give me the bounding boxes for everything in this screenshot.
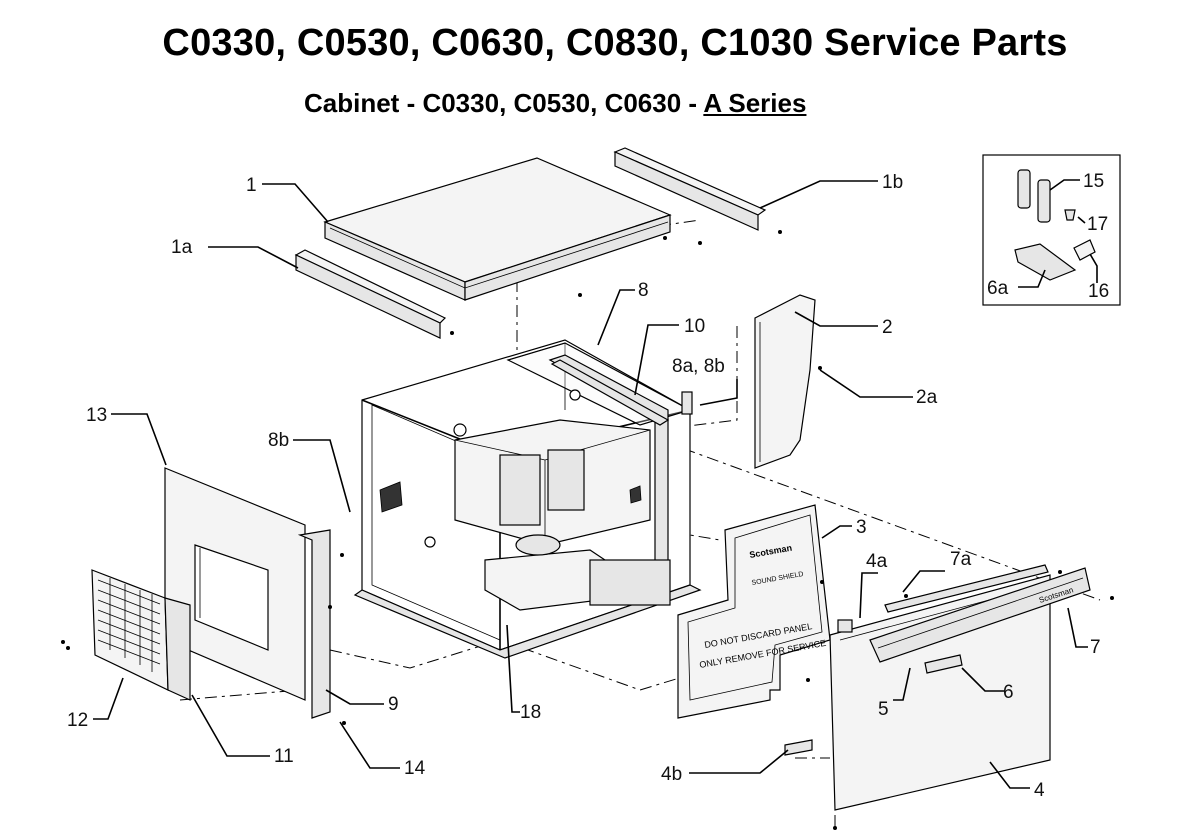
part-1-top-panel [323, 157, 672, 301]
part-6-handle [924, 654, 963, 674]
page-title: C0330, C0530, C0630, C0830, C1030 Servic… [162, 22, 1068, 64]
part-1b-trim-strip [613, 147, 767, 231]
callout-5: 5 [878, 699, 889, 720]
callout-16: 16 [1088, 281, 1109, 302]
callout-3: 3 [856, 517, 867, 538]
callout-11: 11 [274, 746, 294, 767]
leader-lines [93, 179, 1098, 789]
callout-4: 4 [1034, 780, 1045, 801]
part-11-louver-frame [164, 597, 191, 701]
page-subtitle: Cabinet - C0330, C0530, C0630 - A Series [304, 88, 806, 119]
part-7-front-header: Scotsman [869, 567, 1091, 663]
callout-4b: 4b [661, 764, 682, 785]
callout-2: 2 [882, 317, 893, 338]
part-10-rear-brace [550, 359, 670, 426]
callout-15: 15 [1083, 171, 1104, 192]
callout-10: 10 [684, 316, 705, 337]
callout-4a: 4a [866, 551, 888, 572]
part-4a-hinge [837, 619, 853, 633]
fastener-dots [61, 230, 1114, 830]
callout-8: 8 [638, 280, 649, 301]
part-13-left-panel [164, 467, 306, 701]
callout-6a: 6a [987, 278, 1009, 299]
part-12-louver [91, 569, 169, 691]
callout-13: 13 [86, 405, 107, 426]
part-2-side-panel [754, 294, 816, 469]
callout-7: 7 [1090, 637, 1101, 658]
callout-7a: 7a [950, 549, 972, 570]
inset-detail-box [982, 154, 1121, 306]
callout-12: 12 [67, 710, 88, 731]
subtitle-prefix: Cabinet - C0330, C0530, C0630 - [304, 88, 704, 118]
callout-8a-8b: 8a, 8b [672, 356, 725, 377]
callout-1: 1 [246, 175, 257, 196]
part-7a-bracket [884, 564, 1049, 613]
callout-labels: 1 1a 1b 8 10 8a, 8b 2 2a 3 4a 7a 7 6 5 4… [67, 171, 1109, 801]
callout-14: 14 [404, 758, 426, 779]
part-4-front-door [829, 574, 1051, 811]
part-4b-hinge-pin [784, 739, 813, 756]
callout-2a: 2a [916, 387, 938, 408]
callout-6: 6 [1003, 682, 1014, 703]
callout-17: 17 [1087, 214, 1108, 235]
callout-9: 9 [388, 694, 399, 715]
callout-8b: 8b [268, 430, 289, 451]
subtitle-series: A Series [703, 88, 807, 118]
callout-1b: 1b [882, 172, 903, 193]
callout-18: 18 [520, 702, 541, 723]
part-8a-bracket [681, 391, 693, 415]
part-18-internal-components [379, 389, 671, 611]
callout-1a: 1a [171, 237, 193, 258]
part-9-vertical-bracket [297, 529, 331, 719]
part-1a-trim-strip [294, 249, 447, 339]
